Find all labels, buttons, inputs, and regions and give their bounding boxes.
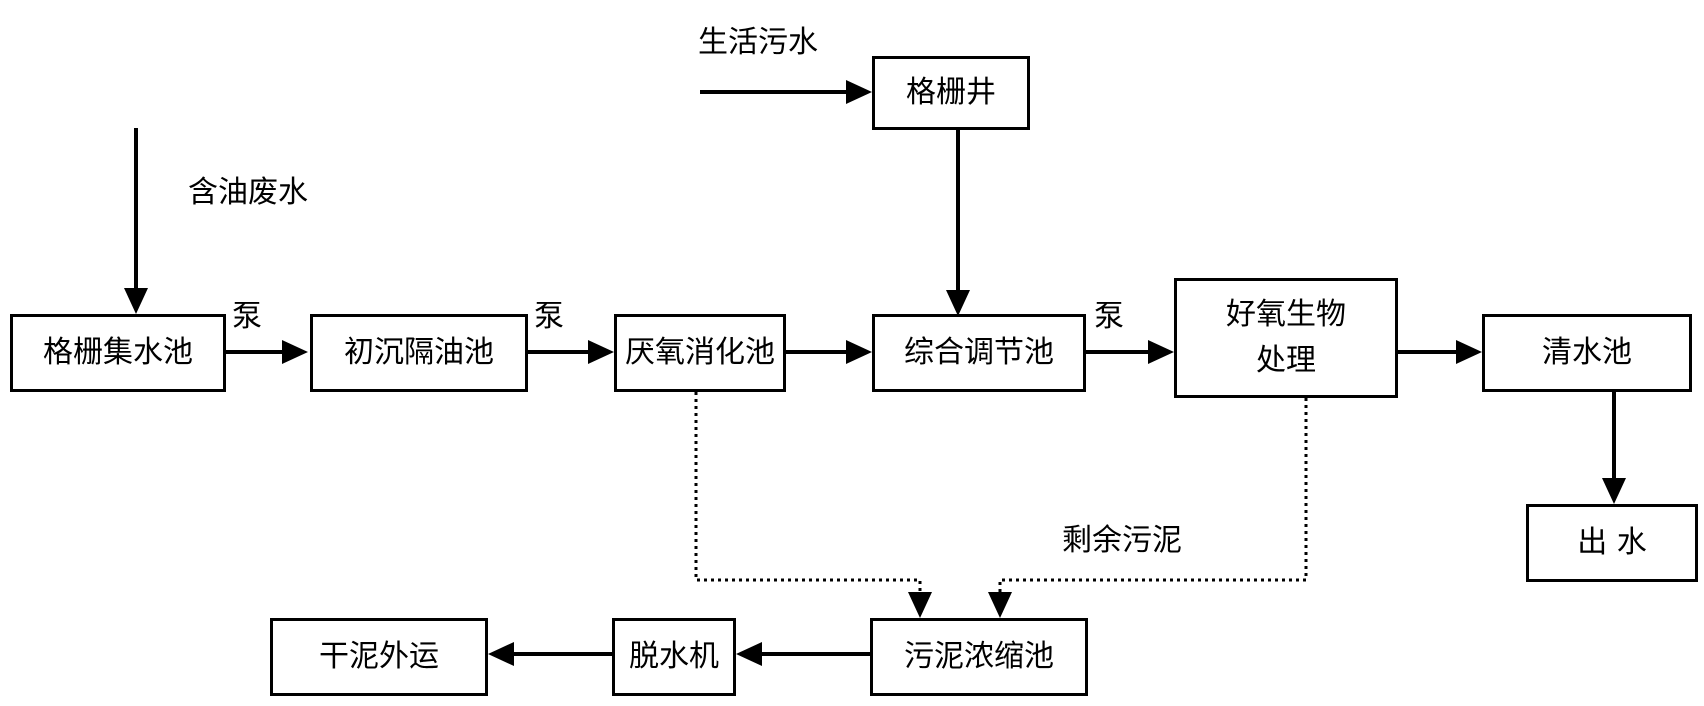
node-label: 清水池 bbox=[1542, 335, 1632, 370]
node-anaerobic-digestion-tank: 厌氧消化池 bbox=[614, 314, 786, 392]
node-label: 厌氧消化池 bbox=[625, 335, 775, 370]
node-outlet: 出 水 bbox=[1526, 504, 1698, 582]
node-dry-sludge-transport: 干泥外运 bbox=[270, 618, 488, 696]
node-dewatering-machine: 脱水机 bbox=[612, 618, 736, 696]
node-label: 格栅井 bbox=[906, 75, 996, 110]
sludge-line-anaerobic bbox=[694, 392, 922, 598]
label-pump-2: 泵 bbox=[534, 299, 564, 334]
sludge-line-aerobic bbox=[998, 398, 1308, 598]
node-clear-water-tank: 清水池 bbox=[1482, 314, 1692, 392]
node-label: 污泥浓缩池 bbox=[904, 639, 1054, 674]
node-aerobic-treatment: 好氧生物 处理 bbox=[1174, 278, 1398, 398]
node-grid-collection-tank: 格栅集水池 bbox=[10, 314, 226, 392]
node-comprehensive-regulating-tank: 综合调节池 bbox=[872, 314, 1086, 392]
label-oily-wastewater: 含油废水 bbox=[188, 175, 308, 210]
node-primary-settling-oil-separator: 初沉隔油池 bbox=[310, 314, 528, 392]
label-pump-1: 泵 bbox=[232, 299, 262, 334]
label-pump-3: 泵 bbox=[1094, 299, 1124, 334]
node-label: 综合调节池 bbox=[904, 335, 1054, 370]
node-label: 出 水 bbox=[1577, 525, 1647, 560]
node-label-line1: 好氧生物 bbox=[1226, 297, 1346, 332]
node-label: 格栅集水池 bbox=[43, 335, 193, 370]
node-sludge-thickener: 污泥浓缩池 bbox=[870, 618, 1088, 696]
node-label: 初沉隔油池 bbox=[344, 335, 494, 370]
node-label-line2: 处理 bbox=[1256, 343, 1316, 378]
node-label: 干泥外运 bbox=[319, 639, 439, 674]
node-grid-well: 格栅井 bbox=[872, 56, 1030, 130]
label-excess-sludge: 剩余污泥 bbox=[1062, 523, 1182, 558]
node-label: 脱水机 bbox=[629, 639, 719, 674]
label-domestic-sewage: 生活污水 bbox=[698, 25, 818, 60]
